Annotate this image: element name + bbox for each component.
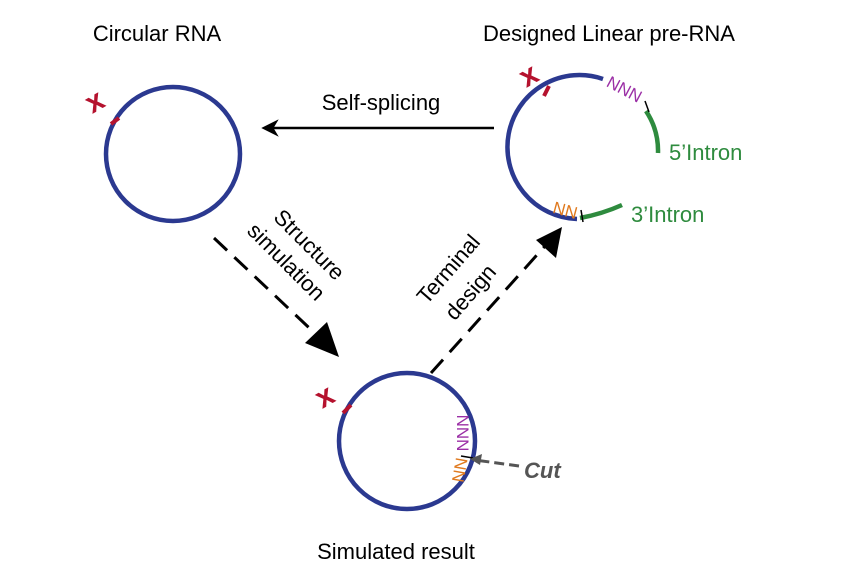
linear-x-tick <box>542 85 551 97</box>
structure-simulation-arrow <box>212 236 324 342</box>
linear-pre-rna-backbone <box>505 72 604 222</box>
simulated-nn-marker: NN <box>448 456 471 483</box>
intron-5-segment <box>644 109 661 154</box>
cut-arrow <box>474 458 520 468</box>
intron-3-label: 3’Intron <box>631 202 704 227</box>
linear-nnn-tick <box>644 100 650 113</box>
cut-arrowhead <box>470 454 482 465</box>
linear-pre-rna-group: x NNN NN 5’Intron 3’Intron <box>505 57 742 227</box>
intron-3-segment <box>579 202 623 221</box>
self-splicing-label: Self-splicing <box>322 90 441 115</box>
cut-label: Cut <box>524 458 562 483</box>
intron-5-label: 5’Intron <box>669 140 742 165</box>
linear-nn-tick <box>580 209 584 223</box>
simulated-x-marker: x <box>309 378 340 415</box>
circular-rna-x-tick <box>109 116 121 126</box>
simulated-cut-tick <box>460 455 474 459</box>
simulated-ring <box>336 370 478 512</box>
simulated-result-title: Simulated result <box>317 539 475 564</box>
terminal-design-arrowhead <box>536 227 562 258</box>
linear-nn-marker: NN <box>551 198 580 223</box>
circular-rna-ring <box>103 84 243 224</box>
simulated-nnn-marker: NNN <box>453 415 472 452</box>
structure-simulation-arrowhead <box>305 322 339 357</box>
circular-rna-title: Circular RNA <box>93 21 222 46</box>
circular-rna-ring-group: x <box>79 83 243 224</box>
circular-rna-x-marker: x <box>79 83 110 120</box>
linear-nnn-marker: NNN <box>604 73 645 107</box>
terminal-design-arrow <box>429 244 547 375</box>
simulated-x-tick <box>341 403 353 415</box>
designed-linear-title: Designed Linear pre-RNA <box>483 21 735 46</box>
simulated-result-group: x NNN NN Cut <box>309 370 562 512</box>
